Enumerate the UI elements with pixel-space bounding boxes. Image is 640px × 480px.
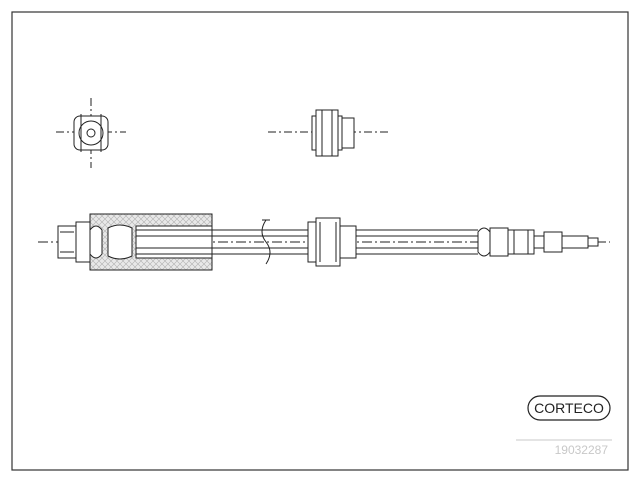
brake-hose-diagram	[38, 213, 610, 271]
nut-side-view-diagram	[268, 109, 390, 157]
corteco-logo: CORTECO	[527, 395, 611, 421]
middle-bracket-fitting	[307, 217, 357, 267]
hose-section-right	[356, 229, 478, 255]
left-end-cap	[57, 225, 77, 259]
end-view-fitting-diagram	[56, 98, 126, 168]
drawing-frame	[11, 11, 629, 471]
break-symbol	[261, 219, 271, 265]
logo-brand-text: CORTECO	[534, 400, 604, 416]
part-number-text: 19032287	[555, 443, 609, 457]
right-end-fitting	[477, 227, 599, 257]
hose-section-left	[136, 229, 308, 255]
